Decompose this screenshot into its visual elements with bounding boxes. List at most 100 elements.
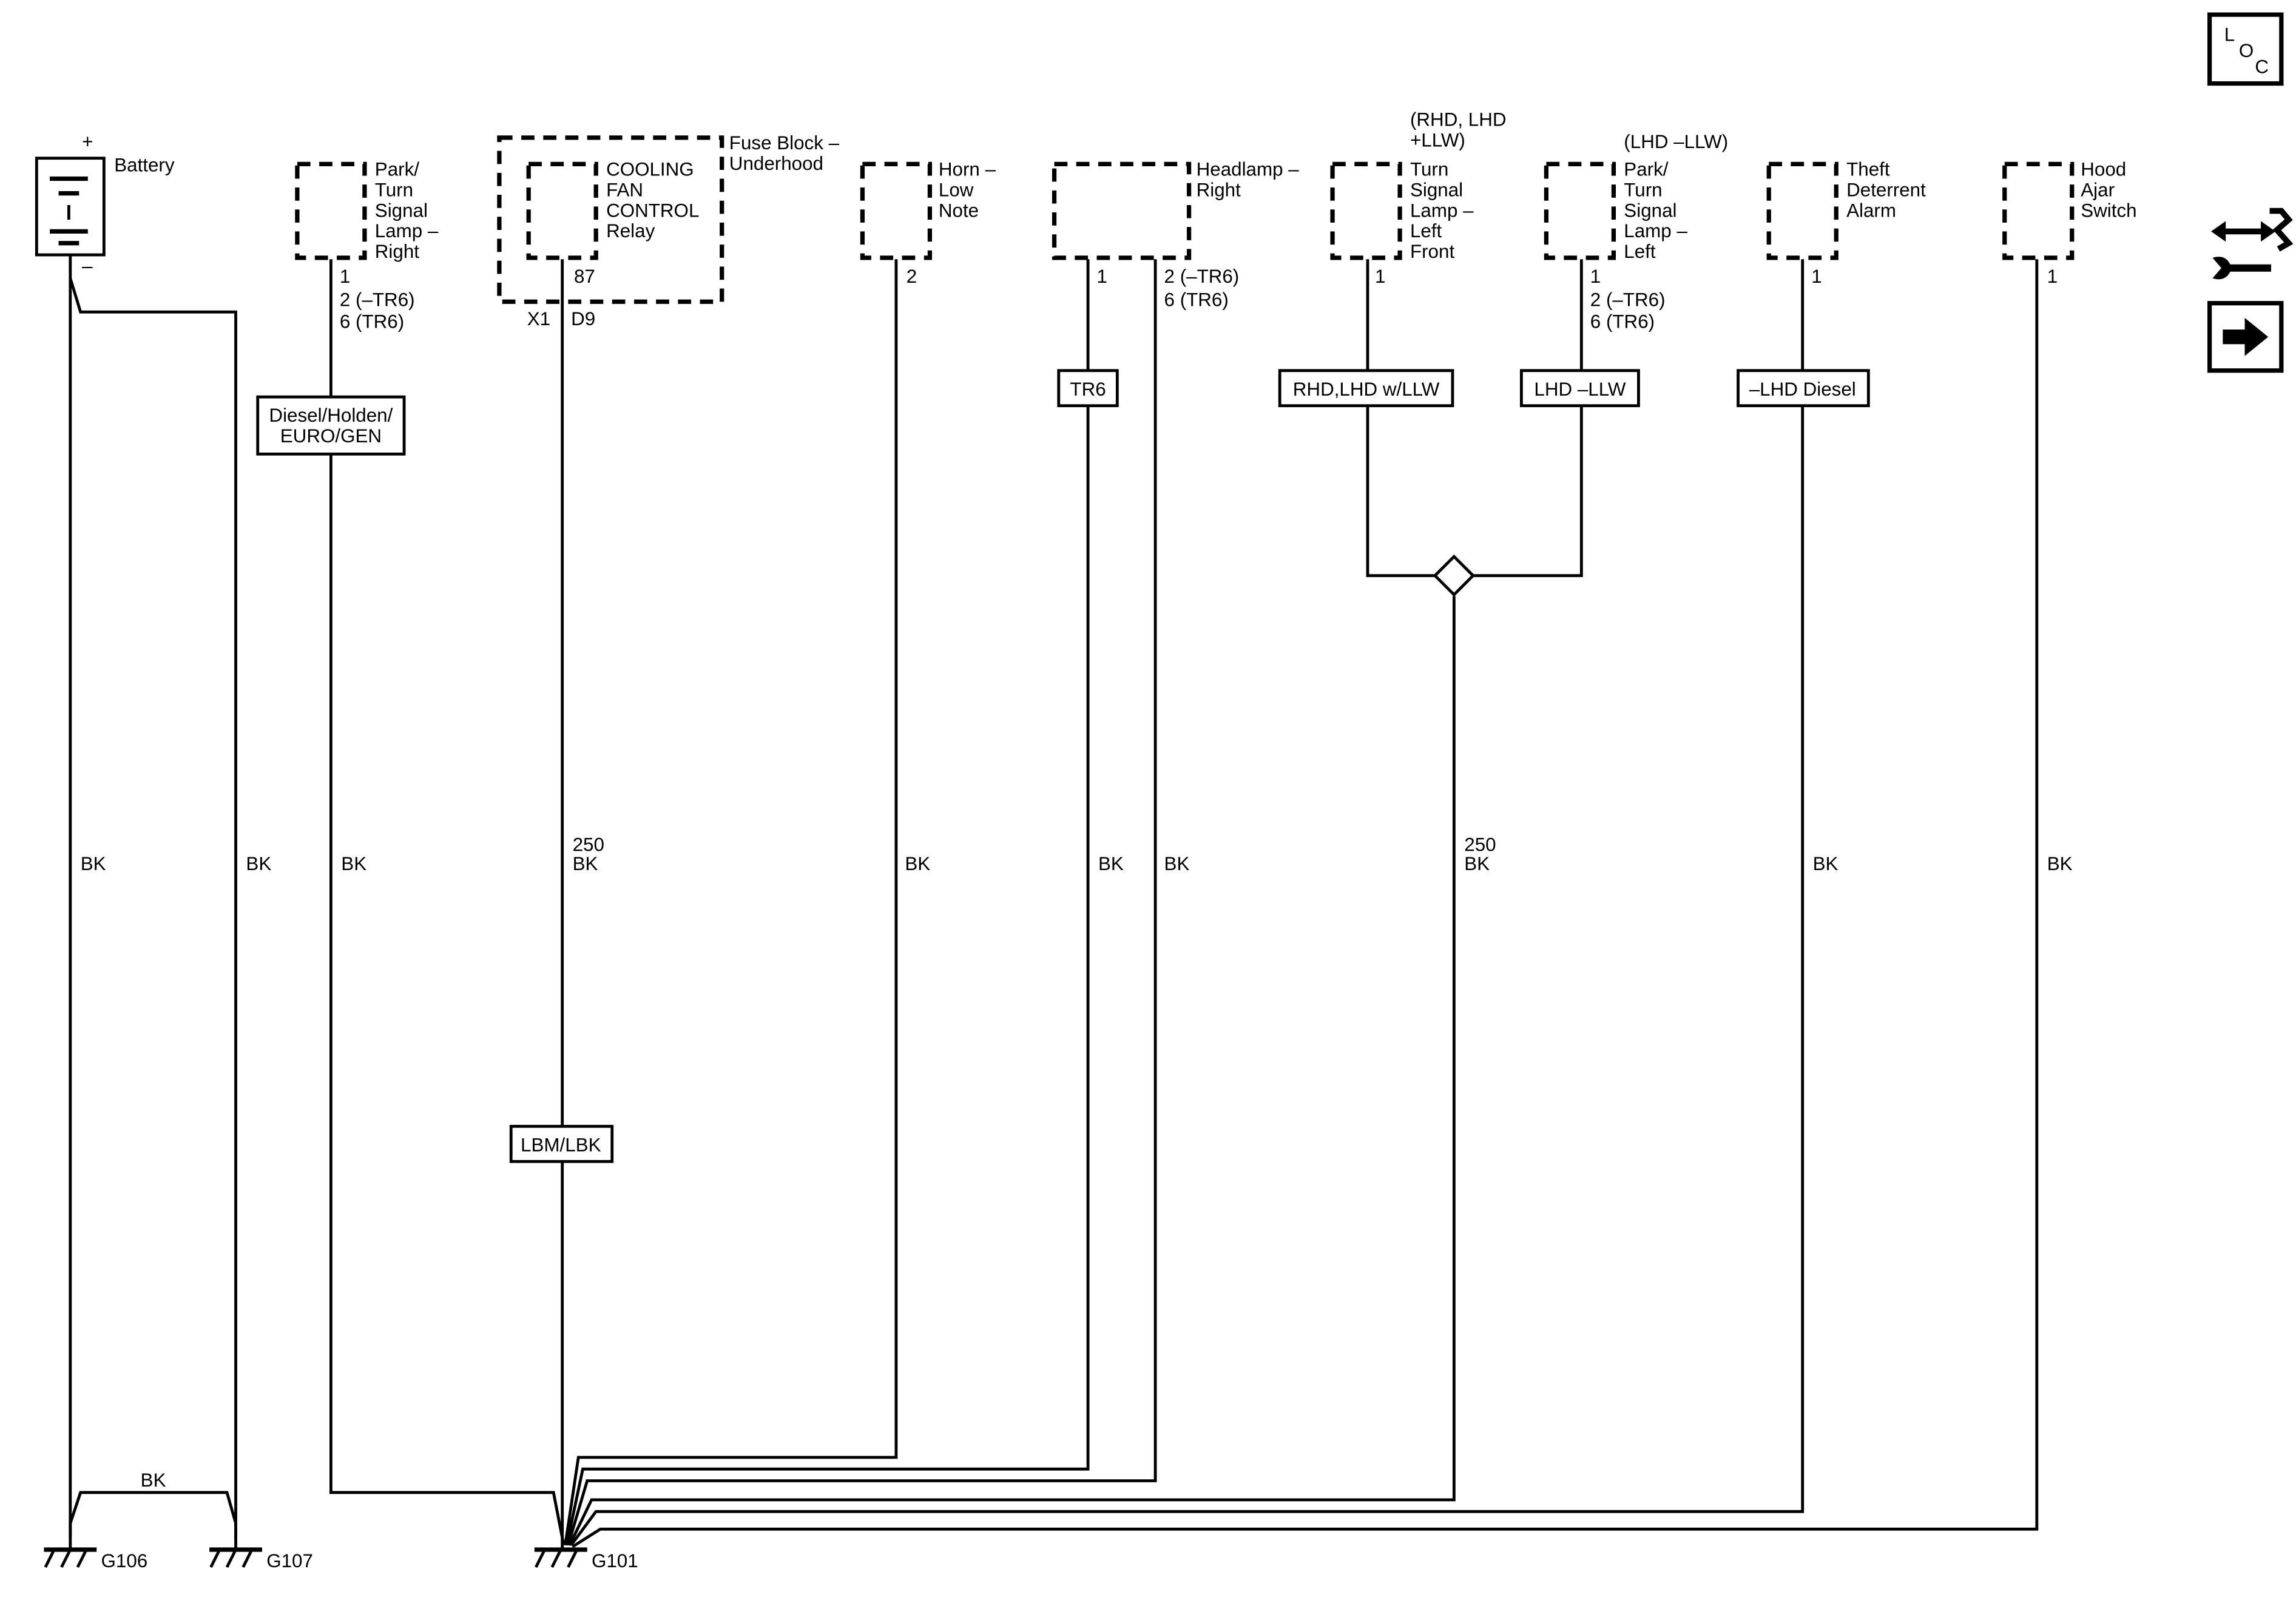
component-label-line: Signal xyxy=(375,200,428,221)
wire-theft[interactable] xyxy=(570,259,1805,1547)
component-label-line: Note xyxy=(939,200,979,221)
pin-label: 2 xyxy=(907,266,917,287)
wire-g106-g107[interactable] xyxy=(69,1491,237,1524)
ground-tick xyxy=(225,1548,237,1568)
wire-headlamp-2[interactable] xyxy=(567,259,1157,1546)
ground-g106[interactable]: G106 xyxy=(44,1523,148,1571)
wire-labels: BK BK BK 250 BK BK BK BK 250 BK BK BK BK xyxy=(81,834,2073,1491)
component-condition: (LHD –LLW) xyxy=(1624,131,1728,152)
next-arrow-button[interactable] xyxy=(2207,301,2284,373)
wire-battery-g107[interactable] xyxy=(69,277,237,1538)
ground-g101[interactable]: G101 xyxy=(534,1547,638,1571)
wire-headlamp-1[interactable] xyxy=(565,259,1090,1546)
component-condition: +LLW) xyxy=(1410,129,1465,150)
component-label-line: Right xyxy=(375,241,419,262)
loc-button[interactable]: L O C xyxy=(2207,12,2284,86)
wire-color-label: BK xyxy=(1813,853,1838,874)
splice-diamond xyxy=(1433,554,1476,597)
component-hood-ajar-switch[interactable]: Hood Ajar Switch 1 xyxy=(2002,159,2137,287)
pin-label: 87 xyxy=(574,266,595,287)
wire-color-label: BK xyxy=(246,853,271,874)
option-box xyxy=(509,1124,614,1163)
option-tr6: TR6 xyxy=(1057,369,1119,408)
component-label-line: Turn xyxy=(1624,179,1662,200)
component-label-line: Switch xyxy=(2081,200,2136,221)
icon-wrench-head xyxy=(2212,257,2232,280)
component-park-turn-lamp-right[interactable]: Park/ Turn Signal Lamp – Right 1 2 (–TR6… xyxy=(295,159,439,333)
wires xyxy=(69,256,2039,1548)
component-label-line: Headlamp – xyxy=(1197,159,1300,180)
option-box xyxy=(1519,369,1640,408)
ground-tick xyxy=(209,1548,221,1568)
wire-color-label: BK xyxy=(1464,853,1490,874)
wire-color-label: BK xyxy=(905,853,930,874)
wire-size-label: 250 xyxy=(1464,834,1496,856)
ground-tick xyxy=(241,1548,254,1568)
pin-label: 6 (TR6) xyxy=(340,311,404,333)
ground-g107[interactable]: G107 xyxy=(209,1523,313,1571)
component-label-line: Horn – xyxy=(939,159,996,180)
pin-label: D9 xyxy=(571,308,595,329)
icon-stroke xyxy=(2269,208,2294,252)
ground-tick xyxy=(44,1548,56,1568)
pin-label: 1 xyxy=(1097,266,1107,287)
component-label-line: Low xyxy=(939,179,974,200)
ground-tick xyxy=(76,1548,88,1568)
component-outline xyxy=(860,161,933,260)
component-outline xyxy=(526,161,598,260)
pin-label: 2 (–TR6) xyxy=(1590,289,1666,311)
wire-turn-left[interactable] xyxy=(1366,259,1437,578)
option-lbm-lbk: LBM/LBK xyxy=(509,1124,614,1163)
component-outline xyxy=(2002,161,2075,260)
component-label-line: Left xyxy=(1410,220,1442,241)
wire-color-label: BK xyxy=(81,853,106,874)
wire-park-left[interactable] xyxy=(1473,259,1583,578)
next-button-frame xyxy=(2207,301,2284,373)
connector-label: X1 xyxy=(527,308,550,329)
component-outline xyxy=(1766,161,1838,260)
component-label-line: FAN xyxy=(606,179,643,200)
battery-box xyxy=(35,157,106,257)
pin-label: 1 xyxy=(1811,266,1822,287)
component-condition: (RHD, LHD xyxy=(1410,109,1507,130)
option-label: TR6 xyxy=(1070,379,1106,400)
option-box xyxy=(256,395,406,456)
wire-horn[interactable] xyxy=(564,259,898,1546)
component-label-line: Hood xyxy=(2081,159,2126,180)
component-label-line: Deterrent xyxy=(1846,179,1926,200)
option-lhd-llw: LHD –LLW xyxy=(1519,369,1640,408)
ground-label: G106 xyxy=(101,1550,148,1571)
component-label-line: Lamp – xyxy=(1410,200,1474,221)
wire-color-label: BK xyxy=(141,1470,166,1491)
pin-label: 1 xyxy=(1590,266,1601,287)
battery[interactable]: + – Battery xyxy=(35,131,175,277)
component-cooling-fan-control-relay[interactable]: COOLING FAN CONTROL Relay 87 xyxy=(526,159,699,287)
component-fuse-block-underhood[interactable]: Fuse Block – Underhood X1 D9 xyxy=(497,132,840,329)
option-label-line: EURO/GEN xyxy=(280,425,382,447)
wire-park-right[interactable] xyxy=(329,259,566,1546)
wire-color-label: BK xyxy=(1164,853,1190,874)
connector-wrench-icon[interactable] xyxy=(2211,208,2294,280)
component-outline xyxy=(1052,161,1192,260)
component-theft-deterrent-alarm[interactable]: Theft Deterrent Alarm 1 xyxy=(1766,159,1926,287)
component-horn-low-note[interactable]: Horn – Low Note 2 xyxy=(860,159,996,287)
option-rhd-lhd: RHD,LHD w/LLW xyxy=(1278,369,1454,408)
battery-minus: – xyxy=(82,255,93,277)
component-label-line: Park/ xyxy=(375,159,419,180)
component-turn-signal-lamp-left-front[interactable]: (RHD, LHD +LLW) Turn Signal Lamp – Left … xyxy=(1330,109,1507,287)
component-park-turn-lamp-left[interactable]: (LHD –LLW) Park/ Turn Signal Lamp – Left… xyxy=(1544,131,1728,333)
loc-letter: O xyxy=(2239,40,2254,61)
option-diesel-holden: Diesel/Holden/ EURO/GEN xyxy=(256,395,406,456)
icon-arrowhead xyxy=(2261,221,2276,242)
component-label-line: Turn xyxy=(375,179,413,200)
option-label: LHD –LLW xyxy=(1534,379,1626,400)
component-headlamp-right[interactable]: Headlamp – Right 1 2 (–TR6) 6 (TR6) xyxy=(1052,159,1300,311)
component-label-line: Right xyxy=(1197,179,1241,200)
wire-hood[interactable] xyxy=(572,259,2039,1548)
option-lhd-diesel: –LHD Diesel xyxy=(1737,369,1870,408)
ground-label: G107 xyxy=(266,1550,313,1571)
option-label: –LHD Diesel xyxy=(1749,379,1856,400)
wire-splice-g101[interactable] xyxy=(568,596,1456,1546)
component-label-line: Relay xyxy=(606,220,655,241)
icon-arrowhead xyxy=(2211,221,2226,242)
